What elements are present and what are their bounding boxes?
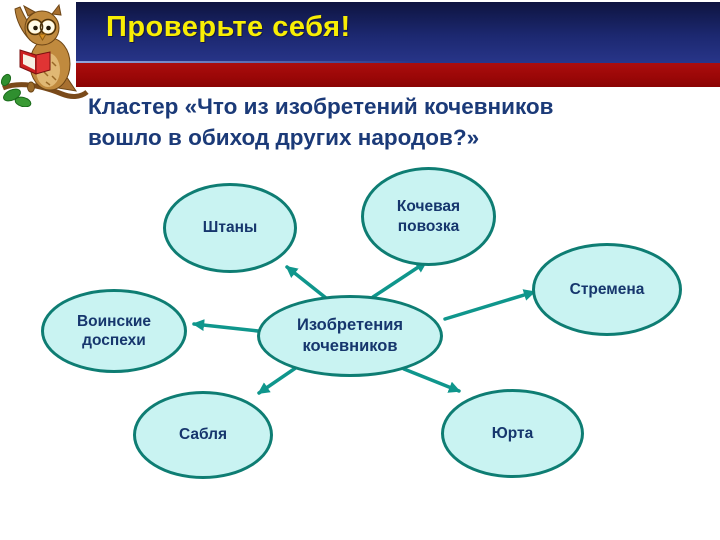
owl-branch: [0, 73, 89, 107]
diagram-node-stremena: Стремена: [532, 243, 682, 336]
node-label-sablya: Сабля: [178, 426, 228, 444]
owl-body: [14, 3, 78, 92]
diagram-node-povozka: Кочевая повозка: [361, 167, 496, 266]
diagram-node-dospehi: Воинские доспехи: [41, 289, 187, 373]
header-red-bar: [76, 63, 720, 87]
diagram-node-yurta: Юрта: [441, 389, 584, 478]
arrow-to-sablya: [257, 365, 299, 395]
arrow-to-yurta: [402, 367, 461, 393]
header-band: Проверьте себя!: [76, 2, 720, 63]
cluster-question: Кластер «Что из изобретений кочевников в…: [88, 91, 554, 153]
diagram-node-shtany: Штаны: [163, 183, 297, 273]
owl-book: [19, 49, 51, 75]
arrow-to-povozka: [371, 260, 428, 299]
slide-title: Проверьте себя!: [106, 11, 351, 43]
diagram-node-sablya: Сабля: [133, 391, 273, 479]
node-label-yurta: Юрта: [491, 424, 534, 442]
node-label-dospehi: Воинские доспехи: [76, 312, 152, 349]
node-label-shtany: Штаны: [202, 219, 258, 237]
cluster-question-line2: вошло в обиход других народов?»: [88, 125, 480, 150]
owl-icon: [0, 3, 89, 107]
node-label-povozka: Кочевая повозка: [396, 198, 461, 235]
node-label-stremena: Стремена: [569, 280, 645, 298]
node-label-center: Изобретения кочевников: [297, 316, 403, 355]
header-separator-line: [76, 61, 416, 63]
cluster-question-line1: Кластер «Что из изобретений кочевников: [88, 94, 554, 119]
diagram-node-center: Изобретения кочевников: [257, 295, 443, 377]
arrow-to-stremena: [443, 289, 536, 321]
arrow-to-dospehi: [192, 319, 260, 333]
